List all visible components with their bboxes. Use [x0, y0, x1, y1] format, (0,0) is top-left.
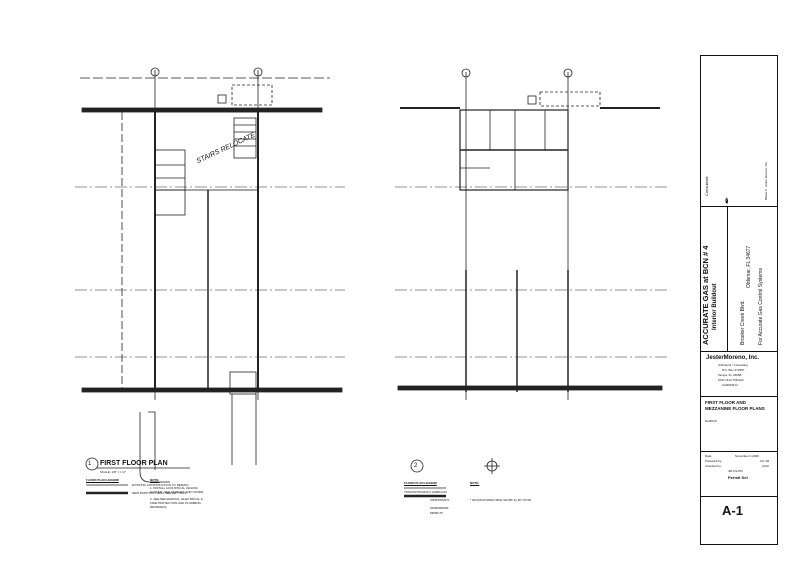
job-label: JM-CS-PM [728, 469, 743, 473]
extra-note-3: MDMCTV [430, 511, 444, 515]
address-line1: Brooker Creek Blvd. [740, 300, 746, 345]
project-subtitle: Interior Buildout [712, 283, 718, 330]
firm-line5: AA0003474 [722, 383, 738, 387]
prepared-value: AC-JM [760, 459, 770, 463]
plan-number-2: 2 [414, 463, 418, 469]
date-label: Date: [705, 454, 713, 458]
grid-bubble-b [253, 67, 263, 77]
address-line2: Oldsmar, FL 34677 [746, 245, 752, 288]
set-label: Permit Set [728, 475, 748, 480]
date-value: November 4.2026 [735, 454, 759, 458]
prepared-label: Prepared by: [705, 459, 723, 463]
sheet-sub: RedlChK [705, 419, 718, 423]
legend-item-1: EXISTING CONSTRUCTION TO REMAIN [132, 483, 189, 487]
firm-line2: P.O. Box 372587 [722, 368, 745, 372]
notes-title-left: NOTE: [150, 478, 160, 482]
firm-line3: Tampa, FL 33688 [718, 373, 742, 377]
extra-note-2: SW0DWRNM [430, 506, 449, 510]
first-floor-plan-title: FIRST FLOOR PLAN [100, 460, 168, 467]
title-block [700, 55, 778, 545]
plan-scale: SCALE: 1/8" = 1'-0" [100, 470, 127, 474]
legend-item-2: NEW PARTITION WALL SEE DET. 5/A-2 [132, 491, 187, 495]
consultant-label: Consultant: [704, 175, 709, 196]
firm-name: JesterMoreno, Inc. [706, 355, 760, 361]
client-line: For Accurate Gas Control Systems [758, 268, 764, 345]
note-1: 1. INSTALL ACOUSTICAL CEILING SYSTEM, SE… [150, 486, 205, 494]
note-2: 2. SEE MECHANICAL, ELECTRICAL & FIRE PRO… [150, 497, 203, 509]
grid-bubble-d [563, 68, 573, 78]
legend-title-right: FLOOR PLAN LEGEND [404, 481, 437, 485]
grid-bubble-a [150, 67, 160, 77]
sheet-title: FIRST FLOOR AND MEZZANINE FLOOR PLANS [705, 400, 765, 411]
legend-title-left: FLOOR PLAN LEGEND [86, 478, 119, 482]
seal-label: Blaise C. Jester Moreno, RA [764, 162, 768, 200]
extra-note-1: KWMTWKNTL [430, 498, 450, 502]
plan-number-1: 1 [88, 461, 92, 467]
notes-title-right: NOTE: [470, 481, 480, 485]
legend-line-right: TONICWTWCHON I HdBiFsrAC [404, 490, 448, 494]
plan-number-bubble-2 [410, 459, 424, 473]
plan-number-bubble-1 [85, 457, 99, 471]
firm-line1: Architects / Consulting [718, 363, 748, 367]
grid-bubble-c [461, 68, 471, 78]
firm-line4: Ph/Fx 813.768.6A2 [718, 378, 744, 382]
checked-label: Checked by: [705, 464, 722, 468]
project-title: ACCURATE GAS at BCN # 4 [701, 245, 710, 345]
signature-icon: ✒ [722, 197, 732, 205]
notes-line-right: * MOJONCTWAFL*BNG WORK by BY OTHR [470, 498, 532, 502]
sheet-number: A-1 [722, 503, 743, 518]
checked-value: ACM [762, 464, 769, 468]
